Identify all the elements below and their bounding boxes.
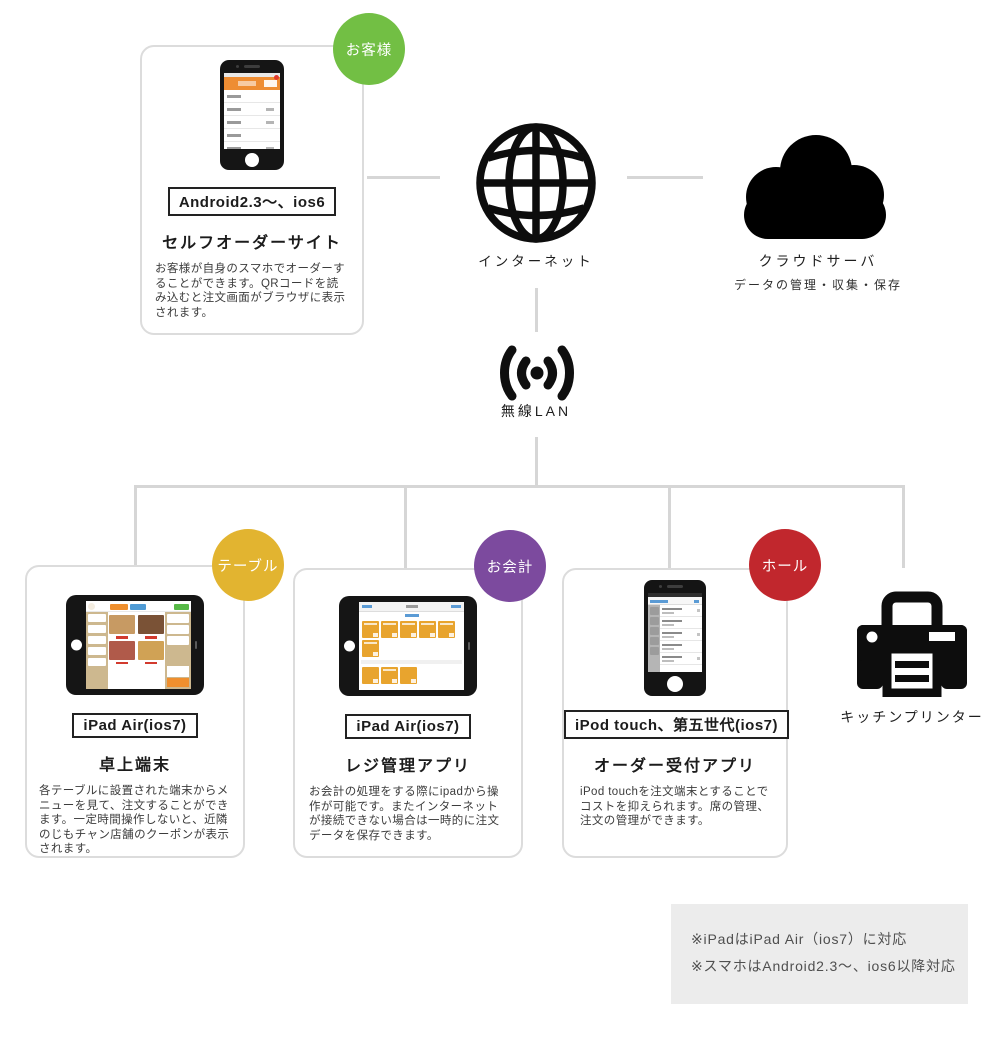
footnote-line-2: ※スマホはAndroid2.3〜、ios6以降対応 — [691, 958, 956, 974]
tablet-register-screen — [359, 602, 464, 690]
connector-drop-hall — [668, 485, 671, 570]
register-app-card: iPad Air(ios7) レジ管理アプリ お会計の処理をする際にipadから… — [293, 568, 523, 858]
footnote-line-1: ※iPadはiPad Air（ios7）に対応 — [691, 931, 908, 947]
tablet-mockup-menu — [66, 595, 204, 695]
phone-camera — [236, 65, 239, 68]
badge-table-label: テーブル — [217, 558, 279, 575]
table-terminal-card: iPad Air(ios7) 卓上端末 各テーブルに設置された端末からメニューを… — [25, 565, 245, 858]
connector-internet-to-wifi — [535, 288, 538, 332]
device-version-label: iPod touch、第五世代(ios7) — [564, 710, 789, 739]
tablet-camera — [195, 641, 197, 649]
table-card-title: 卓上端末 — [98, 757, 171, 774]
badge-hall-label: ホール — [761, 558, 809, 575]
internet-globe-icon — [476, 123, 596, 243]
cloud-server-icon — [744, 135, 886, 239]
order-card-title: オーダー受付アプリ — [593, 758, 756, 775]
connector-wifi-to-branch — [535, 437, 538, 487]
badge-checkout-label: お会計 — [486, 559, 534, 576]
tablet-home-button — [344, 640, 355, 652]
badge-hall: ホール — [749, 529, 821, 601]
connector-drop-table — [134, 485, 137, 567]
ipod-order-screen — [648, 593, 702, 672]
tablet-camera — [468, 642, 470, 650]
badge-checkout: お会計 — [474, 530, 546, 602]
smartphone-mockup — [220, 60, 284, 170]
badge-customer-label: お客様 — [345, 42, 393, 59]
table-card-description: 各テーブルに設置された端末からメニューを見て、注文することができます。一定時間操… — [39, 785, 230, 855]
customer-card-title: セルフオーダーサイト — [162, 235, 342, 252]
connector-drop-printer — [902, 485, 905, 568]
wireless-lan-label: 無線LAN — [500, 403, 572, 419]
order-card-description: iPod touchを注文端末とすることでコストを抑えられます。席の管理、注文の… — [580, 786, 770, 827]
phone-home-button — [667, 676, 683, 692]
footnote-box: ※iPadはiPad Air（ios7）に対応 ※スマホはAndroid2.3〜… — [671, 904, 968, 1004]
customer-card-description: お客様が自身のスマホでオーダーすることができます。QRコードを読み込むと注文画面… — [155, 263, 346, 319]
kitchen-printer-label: キッチンプリンター — [840, 709, 984, 725]
phone-home-button — [245, 153, 259, 167]
device-version-label: iPad Air(ios7) — [72, 713, 198, 738]
wireless-lan-icon — [500, 345, 574, 401]
device-version-label: Android2.3〜、ios6 — [167, 187, 337, 216]
kitchen-printer-icon — [857, 591, 967, 697]
device-version-label: iPad Air(ios7) — [345, 714, 471, 739]
connector-drop-checkout — [404, 485, 407, 570]
order-app-card: iPod touch、第五世代(ios7) オーダー受付アプリ iPod tou… — [562, 568, 789, 858]
customer-card: Android2.3〜、ios6 セルフオーダーサイト お客様が自身のスマホでオ… — [140, 45, 364, 335]
order-button — [167, 678, 189, 687]
connector-card-to-internet — [367, 176, 440, 179]
connector-branch-horizontal — [134, 485, 905, 488]
tablet-home-button — [71, 639, 82, 651]
internet-label: インターネット — [478, 254, 594, 269]
phone-screen — [224, 73, 280, 149]
phone-speaker — [244, 65, 260, 68]
phone-camera — [659, 585, 662, 588]
register-card-title: レジ管理アプリ — [344, 758, 471, 775]
badge-table: テーブル — [212, 529, 284, 601]
register-card-description: お会計の処理をする際にipadから操作が可能です。またインターネットが接続できな… — [309, 786, 500, 842]
notification-dot — [274, 75, 279, 80]
badge-customer: お客様 — [333, 13, 405, 85]
cloud-server-sublabel: データの管理・収集・保存 — [733, 278, 902, 292]
tablet-mockup-register — [339, 596, 477, 696]
cloud-server-label: クラウドサーバ — [758, 253, 878, 269]
ipod-touch-mockup — [644, 580, 706, 696]
connector-internet-to-cloud — [627, 176, 703, 179]
tablet-menu-screen — [86, 601, 191, 689]
phone-speaker — [667, 585, 683, 588]
order-app-header — [224, 75, 280, 90]
